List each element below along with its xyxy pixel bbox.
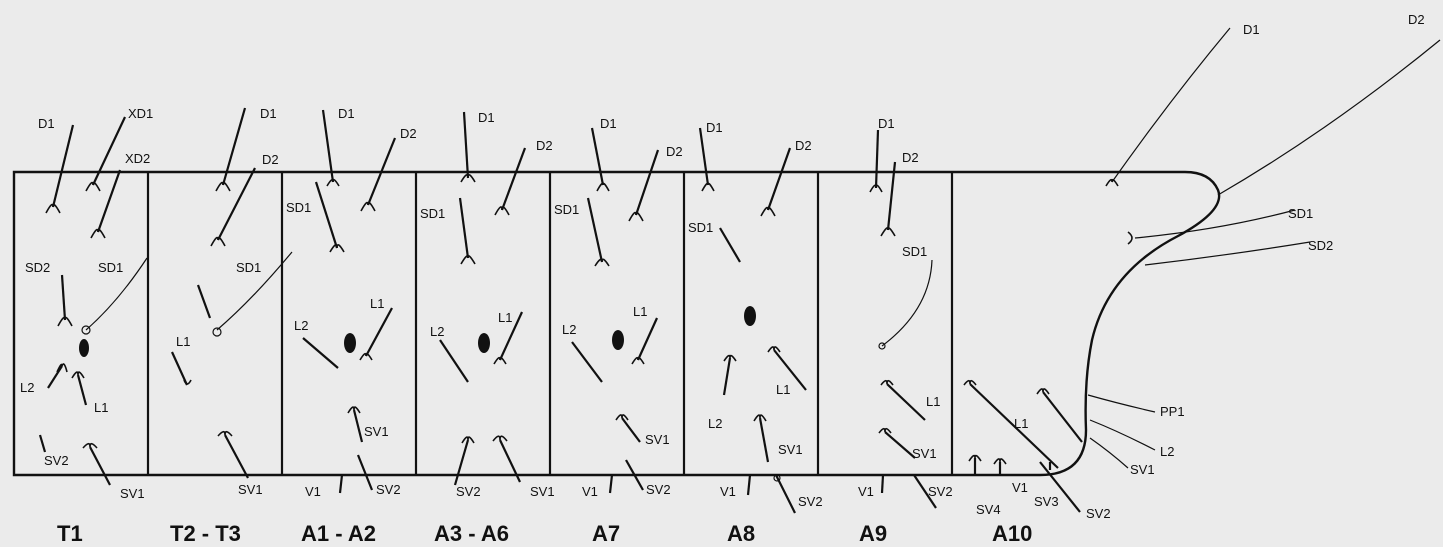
label-t1-l1: L1	[94, 400, 108, 415]
label-a3a6-l2: L2	[430, 324, 444, 339]
label-a1a2-sv2: SV2	[376, 482, 401, 497]
label-a7-l2: L2	[562, 322, 576, 337]
label-a9-v1: V1	[858, 484, 874, 499]
label-a1a2-sd1: SD1	[286, 200, 311, 215]
label-a9-l1: L1	[926, 394, 940, 409]
label-t1-l2: L2	[20, 380, 34, 395]
segment-dividers	[146, 172, 954, 475]
segment-label-a8: A8	[727, 521, 755, 546]
label-a8-l1: L1	[776, 382, 790, 397]
label-a10-sv4: SV4	[976, 502, 1001, 517]
label-a3a6-sv2: SV2	[456, 484, 481, 499]
label-a10-sd1: SD1	[1288, 206, 1313, 221]
label-a7-d2: D2	[666, 144, 683, 159]
label-t2t3-l1: L1	[176, 334, 190, 349]
label-a3a6-sv1: SV1	[530, 484, 555, 499]
label-a8-d1: D1	[706, 120, 723, 135]
label-t1-sv2: SV2	[44, 453, 69, 468]
label-a10-v1: V1	[1012, 480, 1028, 495]
label-a10-l2: L2	[1160, 444, 1174, 459]
label-a3a6-d1: D1	[478, 110, 495, 125]
label-a10-l1: L1	[1014, 416, 1028, 431]
label-t1-xd2: XD2	[125, 151, 150, 166]
segment-a10	[963, 27, 1441, 513]
label-a10-pp1: PP1	[1160, 404, 1185, 419]
segment-labels: T1 T2 - T3 A1 - A2 A3 - A6 A7 A8 A9 A10	[57, 521, 1032, 546]
label-a8-d2: D2	[795, 138, 812, 153]
label-a8-sv1: SV1	[778, 442, 803, 457]
label-a3a6-d2: D2	[536, 138, 553, 153]
label-a10-sv1: SV1	[1130, 462, 1155, 477]
label-a10-d1: D1	[1243, 22, 1260, 37]
segment-label-t1: T1	[57, 521, 83, 546]
label-a9-sv1: SV1	[912, 446, 937, 461]
label-t1-sv1: SV1	[120, 486, 145, 501]
label-a3a6-l1: L1	[498, 310, 512, 325]
label-a7-sv2: SV2	[646, 482, 671, 497]
label-t2t3-d1: D1	[260, 106, 277, 121]
label-a9-sd1: SD1	[902, 244, 927, 259]
label-a10-d2: D2	[1408, 12, 1425, 27]
segment-label-a9: A9	[859, 521, 887, 546]
label-t1-sd2: SD2	[25, 260, 50, 275]
label-t1-xd1: XD1	[128, 106, 153, 121]
segment-label-a10: A10	[992, 521, 1032, 546]
segment-label-a7: A7	[592, 521, 620, 546]
label-a10-sv2: SV2	[1086, 506, 1111, 521]
label-a8-sd1: SD1	[688, 220, 713, 235]
label-a7-d1: D1	[600, 116, 617, 131]
segment-label-a1-a2: A1 - A2	[301, 521, 376, 546]
label-a7-v1: V1	[582, 484, 598, 499]
label-t2t3-sd1: SD1	[236, 260, 261, 275]
label-a1a2-d1: D1	[338, 106, 355, 121]
label-t2t3-d2: D2	[262, 152, 279, 167]
label-a9-sv2: SV2	[928, 484, 953, 499]
label-a1a2-sv1: SV1	[364, 424, 389, 439]
label-t1-d1: D1	[38, 116, 55, 131]
label-a7-l1: L1	[633, 304, 647, 319]
label-a8-sv2: SV2	[798, 494, 823, 509]
label-t2t3-sv1: SV1	[238, 482, 263, 497]
label-a1a2-v1: V1	[305, 484, 321, 499]
segment-t1	[38, 116, 148, 486]
label-a1a2-d2: D2	[400, 126, 417, 141]
label-a7-sv1: SV1	[645, 432, 670, 447]
label-a10-sv3: SV3	[1034, 494, 1059, 509]
segment-a7	[571, 127, 660, 494]
segment-label-a3-a6: A3 - A6	[434, 521, 509, 546]
label-a1a2-l2: L2	[294, 318, 308, 333]
label-a1a2-l1: L1	[370, 296, 384, 311]
seta-labels: D1 XD1 XD2 SD2 SD1 L2 L1 SV2 SV1 D1 D2 S…	[20, 12, 1425, 521]
segment-a9	[869, 129, 937, 509]
segment-a3-a6	[439, 111, 527, 486]
label-a8-l2: L2	[708, 416, 722, 431]
label-a10-sd2: SD2	[1308, 238, 1333, 253]
label-a7-sd1: SD1	[554, 202, 579, 217]
label-a8-v1: V1	[720, 484, 736, 499]
segment-a1-a2	[302, 109, 397, 494]
segment-label-t2-t3: T2 - T3	[170, 521, 241, 546]
body-outline	[12, 170, 1221, 477]
label-a9-d2: D2	[902, 150, 919, 165]
label-t1-sd1: SD1	[98, 260, 123, 275]
segment-t2-t3	[170, 107, 293, 479]
segment-a8	[698, 127, 807, 514]
label-a9-d1: D1	[878, 116, 895, 131]
label-a3a6-sd1: SD1	[420, 206, 445, 221]
